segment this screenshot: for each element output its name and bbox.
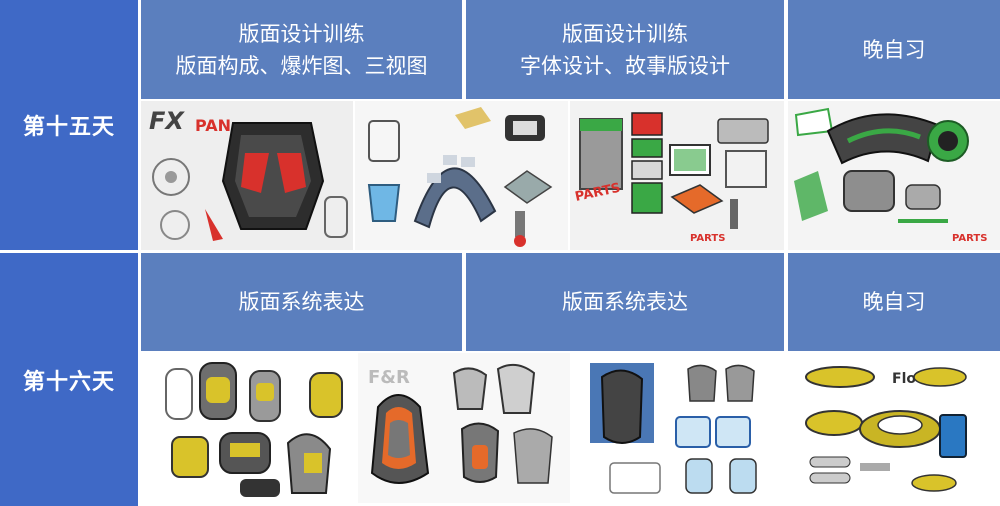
session-title: 版面系统表达 — [562, 290, 688, 314]
session-title: 版面设计训练 — [562, 21, 688, 46]
svg-text:F&R: F&R — [368, 367, 410, 388]
session-subtitle: 字体设计、故事版设计 — [520, 53, 730, 78]
session-title: 版面设计训练 — [238, 21, 365, 46]
session-header-16-3: 晚自习 — [788, 253, 1000, 351]
svg-text:PARTS: PARTS — [952, 233, 987, 244]
session-title: 晚自习 — [862, 290, 926, 314]
sketch-label: FX — [149, 107, 185, 135]
sketch-label: PAN — [195, 116, 231, 135]
session-header-15-2: 版面设计训练 字体设计、故事版设计 — [466, 0, 784, 99]
sketch-image-16-1 — [160, 353, 356, 503]
day-label-15: 第十五天 — [0, 0, 138, 250]
sketch-image-16-2: F&R — [358, 353, 570, 503]
session-title: 版面系统表达 — [238, 290, 365, 314]
sketch-image-15-3: PARTS PARTS — [570, 101, 784, 250]
day-label-16: 第十六天 — [0, 253, 138, 506]
session-header-16-1: 版面系统表达 — [141, 253, 462, 351]
sketch-image-16-3 — [590, 353, 780, 503]
session-header-15-3: 晚自习 — [788, 0, 1000, 99]
sketch-label: PARTS — [690, 233, 725, 244]
session-header-16-2: 版面系统表达 — [466, 253, 784, 351]
session-title: 晚自习 — [862, 37, 926, 62]
sketch-image-15-1: FX PAN — [141, 101, 353, 250]
sketch-image-16-4: Floo — [800, 353, 978, 503]
session-subtitle: 版面构成、爆炸图、三视图 — [175, 53, 428, 78]
sketch-image-15-4: PARTS — [788, 101, 1000, 250]
session-header-15-1: 版面设计训练 版面构成、爆炸图、三视图 — [141, 0, 462, 99]
sketch-image-15-2 — [355, 101, 568, 250]
